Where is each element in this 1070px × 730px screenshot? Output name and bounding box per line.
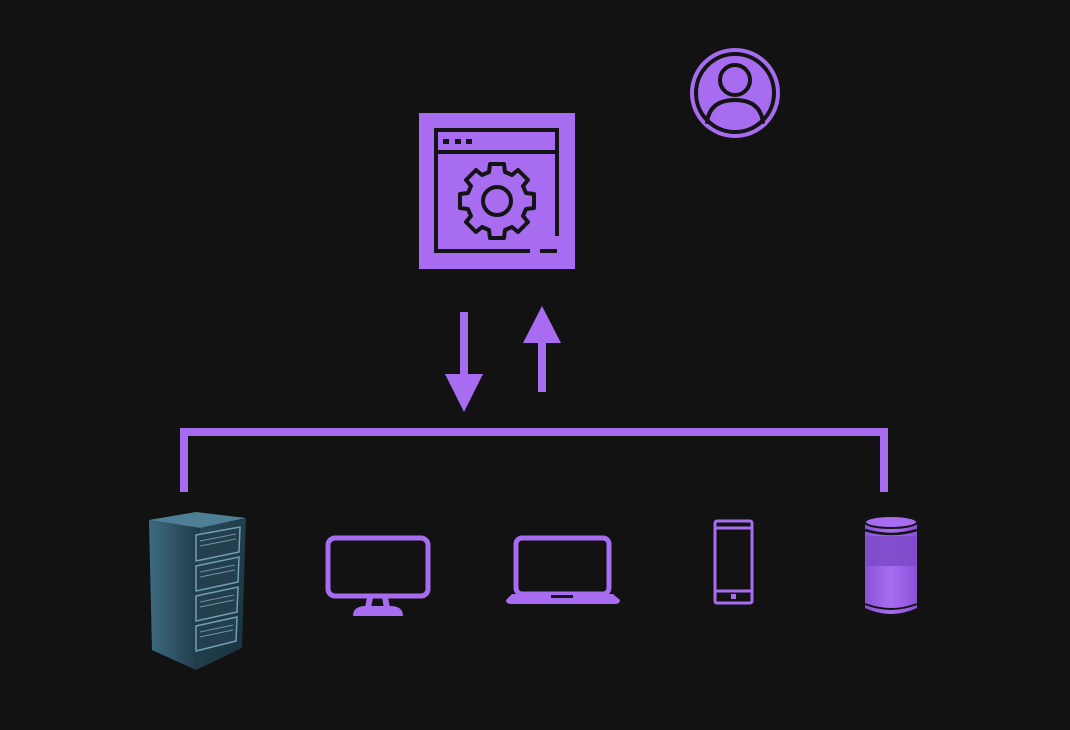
device-bus-bracket [180,428,888,492]
gear-icon [458,162,536,240]
user-avatar-icon [690,48,780,138]
laptop-icon [506,535,620,604]
settings-window-icon [419,113,575,269]
arrow-up-icon [523,306,561,392]
desktop-monitor-icon [325,535,431,616]
smart-speaker-icon [864,515,918,614]
smartphone-icon [713,519,754,605]
arrow-down-icon [445,312,483,412]
server-rack-icon [149,512,246,670]
